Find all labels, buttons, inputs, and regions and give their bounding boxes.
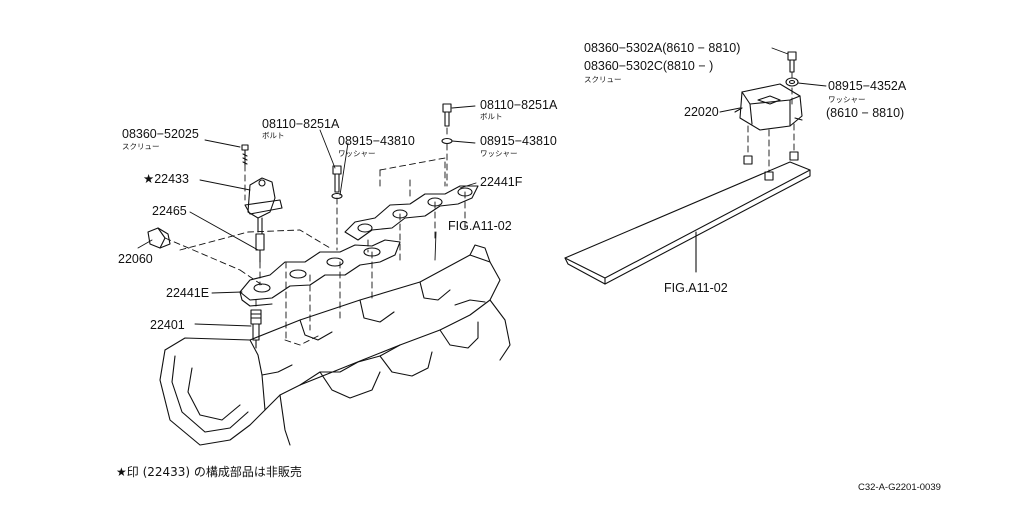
footnote: ★印 (22433) の構成部品は非販売 (116, 465, 302, 479)
label-08915-43810-b: 08915−43810 (480, 134, 557, 148)
label-08110-8251A-a: 08110−8251A (262, 117, 340, 131)
label-08360-52025: 08360−52025 (122, 127, 199, 141)
label-22465: 22465 (152, 204, 187, 218)
label-22441E: 22441E (166, 286, 210, 300)
label-22020: 22020 (684, 105, 719, 119)
label-08110-8251A-b: 08110−8251A (480, 98, 558, 112)
label-08915-43810-a: 08915−43810 (338, 134, 415, 148)
label-08915-4352A-range: (8610 − 8810) (826, 106, 905, 120)
leader-lines-left (137, 105, 477, 327)
label-22441F: 22441F (480, 175, 523, 189)
part-08915-4352A-washer-drawing (785, 77, 799, 87)
part-22020-drawing (734, 83, 803, 181)
sublabel-08915-4352A: ワッシャー (828, 95, 866, 104)
label-08915-4352A: 08915−4352A (828, 79, 907, 93)
sublabel-08110-8251A-b: ボルト (480, 112, 503, 121)
part-08360-5302-screw-drawing (787, 51, 797, 73)
leader-lines-right (719, 47, 827, 113)
label-fig-a11-02-left[interactable]: FIG.A11-02 (448, 219, 512, 233)
cylinder-head-drawing (159, 244, 511, 446)
label-08360-5302A: 08360−5302A(8610 − 8810) (584, 41, 741, 55)
label-22060: 22060 (118, 252, 153, 266)
label-fig-a11-02-right[interactable]: FIG.A11-02 (664, 281, 728, 295)
part-22401-drawing (250, 309, 262, 349)
label-08360-5302C: 08360−5302C(8810 − ) (584, 59, 714, 73)
part-22060-drawing (147, 227, 171, 249)
drawing-code: C32-A-G2201-0039 (858, 482, 941, 493)
label-22433: ★22433 (143, 172, 189, 186)
part-08360-52025-drawing (241, 144, 249, 166)
part-22433-drawing (244, 177, 283, 263)
dashed-assembly-lines-right (747, 71, 795, 173)
sublabel-08915-43810-b: ワッシャー (480, 149, 518, 158)
part-08110-8251A-bolt-a-drawing (331, 165, 343, 200)
part-08110-8251A-bolt-b-drawing (441, 103, 453, 145)
plate-drawing (564, 161, 811, 285)
dashed-assembly-lines-left (164, 127, 466, 346)
sublabel-08110-8251A-a: ボルト (262, 131, 285, 140)
label-22401: 22401 (150, 318, 185, 332)
sublabel-08915-43810-a: ワッシャー (338, 149, 376, 158)
sublabel-08360-5302: スクリュー (584, 75, 622, 84)
sublabel-08360-52025: スクリュー (122, 142, 160, 151)
